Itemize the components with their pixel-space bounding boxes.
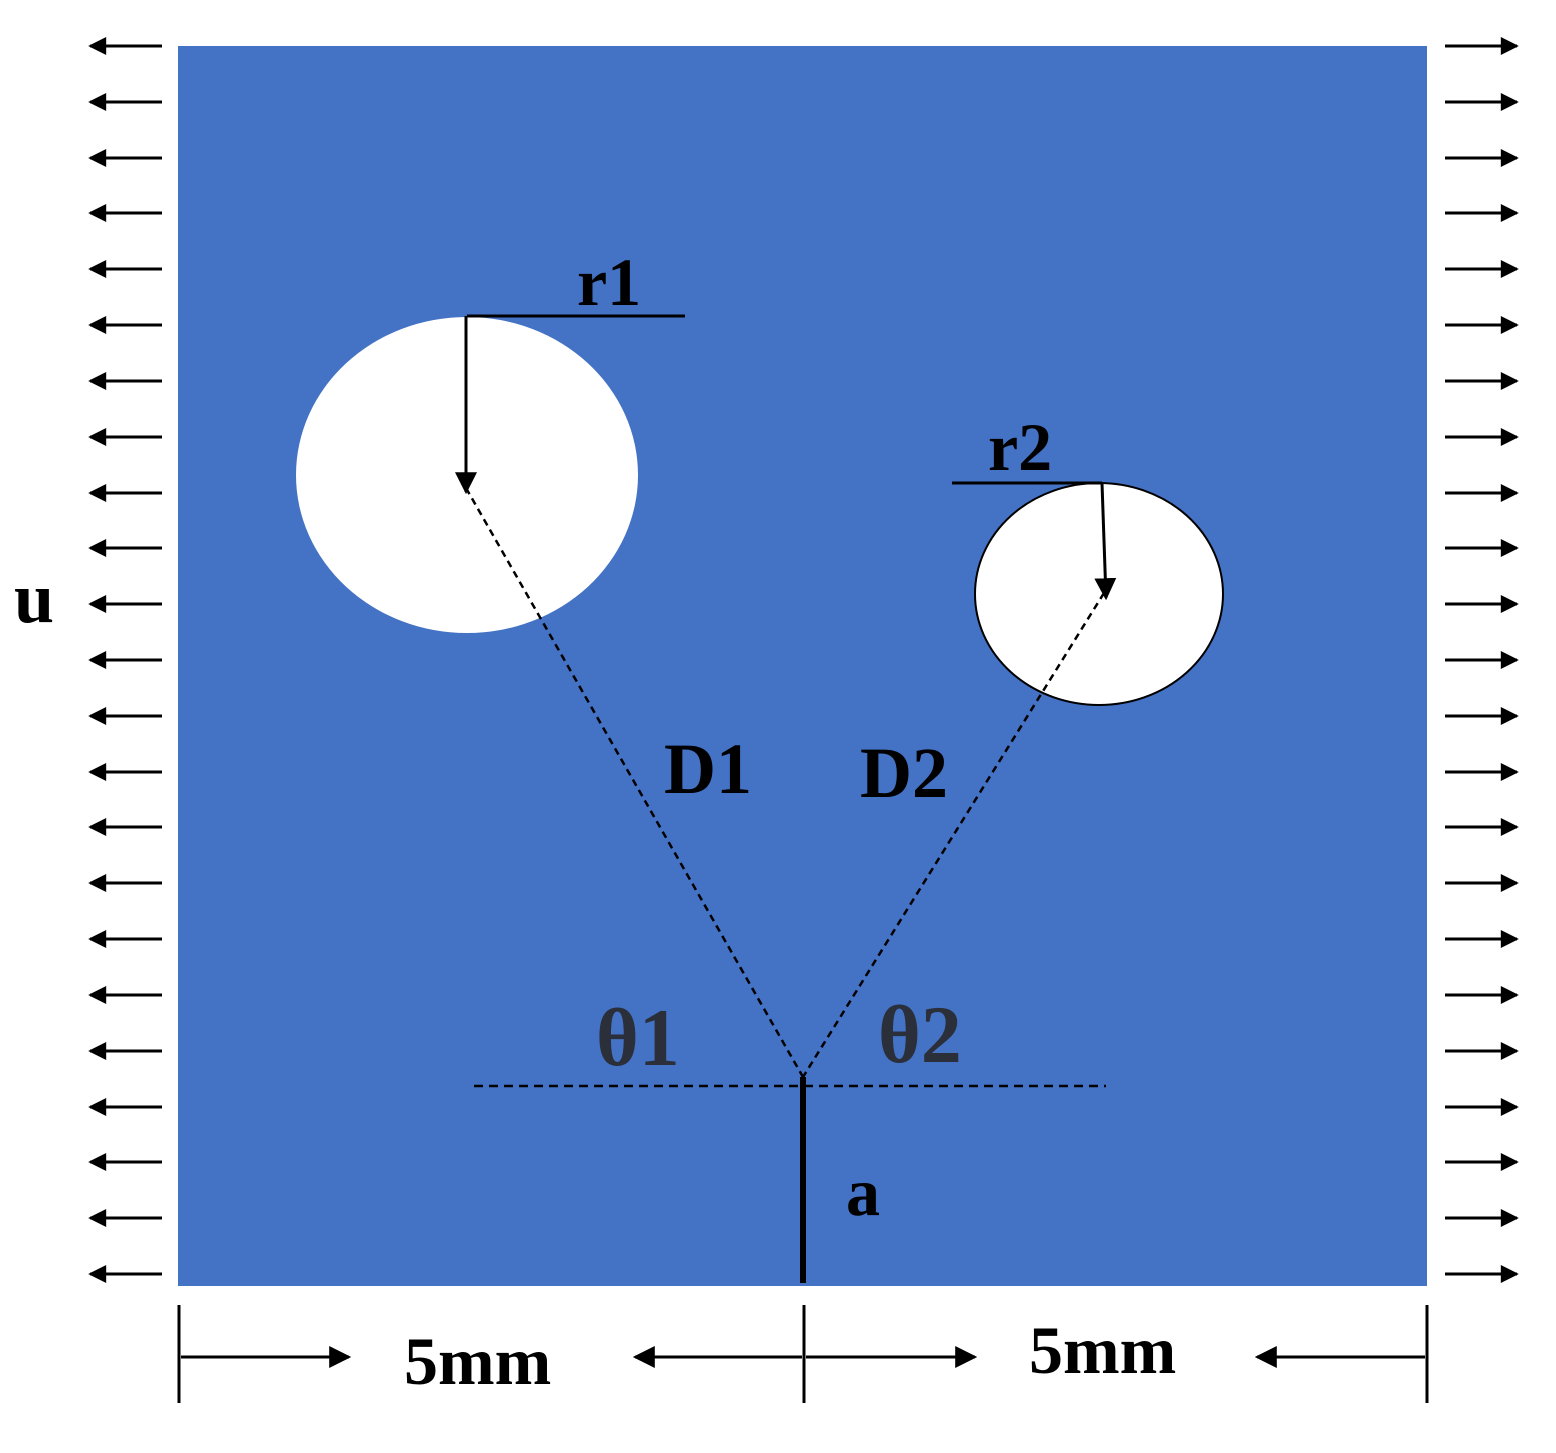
d2-label: D2 xyxy=(860,733,948,813)
dimension-label-right: 5mm xyxy=(1029,1312,1176,1388)
d1-distance-line xyxy=(464,487,805,1078)
r2-radius-arrow xyxy=(1094,482,1117,601)
right-load-arrows xyxy=(1445,37,1519,1283)
r1-label: r1 xyxy=(577,244,641,320)
theta2-label: θ2 xyxy=(878,989,962,1080)
theta1-label: θ1 xyxy=(596,992,680,1083)
r2-label: r2 xyxy=(988,409,1052,485)
dimension-label-left: 5mm xyxy=(404,1323,551,1399)
left-load-arrows xyxy=(88,37,162,1283)
load-label: u xyxy=(14,558,54,638)
crack-label: a xyxy=(846,1154,880,1230)
hole-2 xyxy=(974,482,1224,706)
d2-distance-line xyxy=(801,592,1106,1078)
d1-label: D1 xyxy=(664,729,752,809)
